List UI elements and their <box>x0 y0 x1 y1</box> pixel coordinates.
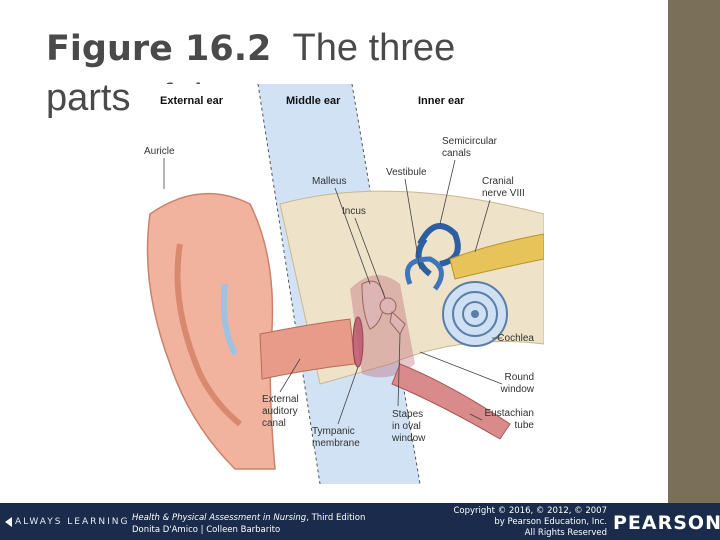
copyright-notice: Copyright © 2016, © 2012, © 2007 by Pear… <box>453 506 607 539</box>
label-tympanic-1: Tympanic <box>312 426 355 437</box>
footer-bar: ALWAYS LEARNING Health & Physical Assess… <box>0 503 720 540</box>
label-external-2: auditory <box>262 406 298 417</box>
book-citation: Health & Physical Assessment in Nursing,… <box>132 512 365 536</box>
label-auricle: Auricle <box>144 146 175 157</box>
ear-illustration: External ear Middle ear Inner ear Auricl… <box>130 84 544 484</box>
label-cochlea: Cochlea <box>497 333 534 344</box>
label-tympanic-2: membrane <box>312 438 360 449</box>
slide-title: Figure 16.2 The three <box>46 22 455 75</box>
label-round-1: Round <box>505 372 534 383</box>
copyright-line-1: Copyright © 2016, © 2012, © 2007 <box>453 506 607 517</box>
label-eustachian-2: tube <box>515 420 535 431</box>
copyright-line-3: All Rights Reserved <box>453 528 607 539</box>
label-external-3: canal <box>262 418 286 429</box>
label-stapes-3: window <box>391 433 426 444</box>
always-learning-tagline: ALWAYS LEARNING <box>15 517 130 527</box>
label-semicircular-2: canals <box>442 148 471 159</box>
label-stapes-2: in oval <box>392 421 421 432</box>
figure-number: Figure 16.2 <box>46 29 271 69</box>
book-authors: Donita D'Amico | Colleen Barbarito <box>132 524 365 536</box>
title-text: The three <box>293 27 456 69</box>
label-cranial-1: Cranial <box>482 176 514 187</box>
pearson-logo: PEARSON <box>613 512 720 534</box>
label-semicircular-1: Semicircular <box>442 136 498 147</box>
label-round-2: window <box>500 384 535 395</box>
header-inner-ear: Inner ear <box>418 95 465 107</box>
ear-anatomy-figure: External ear Middle ear Inner ear Auricl… <box>130 84 544 484</box>
label-stapes-1: Stapes <box>392 409 423 420</box>
header-external-ear: External ear <box>160 95 224 107</box>
label-eustachian-1: Eustachian <box>485 408 534 419</box>
triangle-icon <box>5 517 12 527</box>
copyright-line-2: by Pearson Education, Inc. <box>453 517 607 528</box>
label-vestibule: Vestibule <box>386 167 427 178</box>
label-malleus: Malleus <box>312 176 346 187</box>
label-incus: Incus <box>342 206 366 217</box>
label-cranial-2: nerve VIII <box>482 188 525 199</box>
header-middle-ear: Middle ear <box>286 95 341 107</box>
book-title: Health & Physical Assessment in Nursing <box>132 513 306 523</box>
label-external-1: External <box>262 394 299 405</box>
side-decor-bar <box>668 0 720 503</box>
book-edition: , Third Edition <box>306 513 365 523</box>
